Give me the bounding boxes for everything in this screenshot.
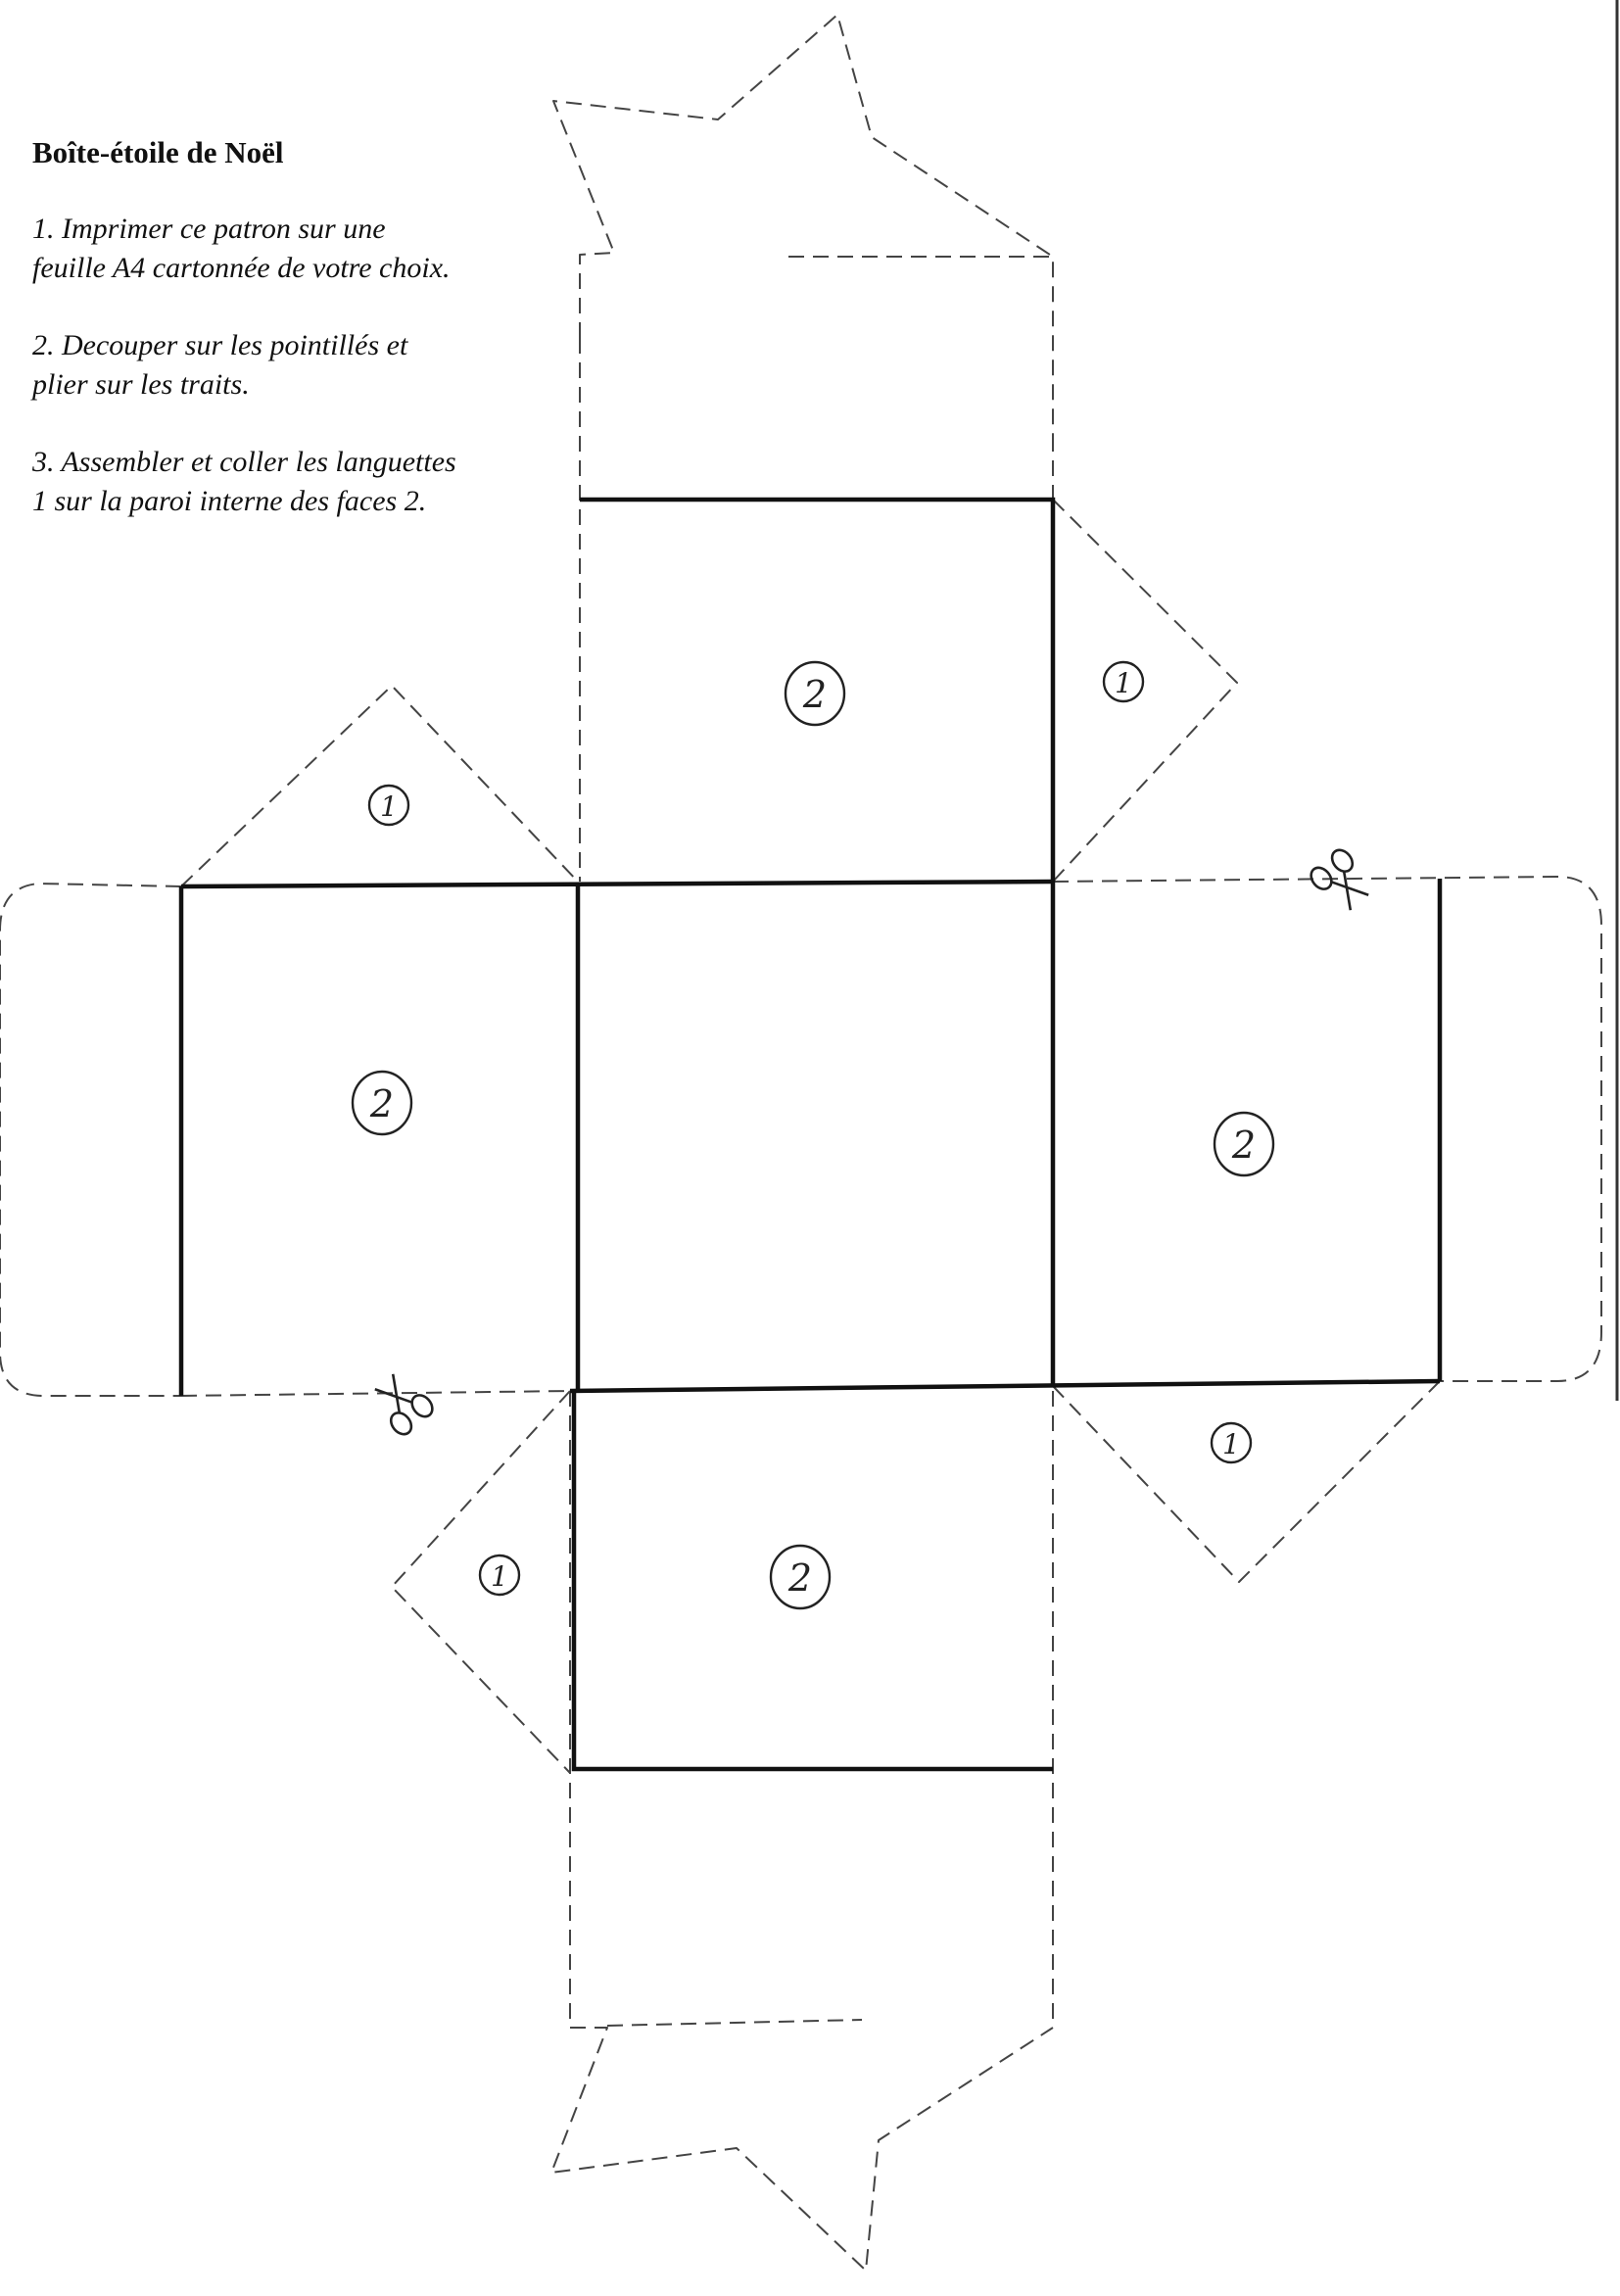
left-flap-bottom-edge <box>180 1390 571 1397</box>
tab-label-top-right: 1 <box>1102 660 1145 703</box>
tab-label-bottom-left: 1 <box>478 1554 521 1597</box>
tab-bottom-right <box>1052 1380 1441 1583</box>
step-2: 2. Decouper sur les pointillés et plier … <box>32 329 408 401</box>
svg-text:1: 1 <box>491 1560 508 1593</box>
svg-text:2: 2 <box>787 1556 812 1600</box>
tab-label-top-left: 1 <box>367 784 410 827</box>
face-label-right: 2 <box>1213 1111 1275 1177</box>
face-label-top: 2 <box>784 660 846 727</box>
tab-label-bottom-right: 1 <box>1210 1421 1253 1464</box>
step-1: 1. Imprimer ce patron sur une feuille A4… <box>32 213 451 284</box>
star-point-bottom <box>550 2027 1054 2272</box>
step-3: 3. Assembler et coller les languettes 1 … <box>32 446 456 517</box>
page-title: Boîte-étoile de Noël <box>32 135 284 169</box>
fold-face-bottom <box>571 1391 1053 1772</box>
svg-text:1: 1 <box>1115 667 1132 699</box>
fold-center-top <box>180 879 1054 889</box>
glue-flap-right <box>1052 876 1602 1382</box>
scissors-icon <box>1310 848 1369 911</box>
svg-text:2: 2 <box>369 1082 394 1125</box>
fold-center-bottom <box>569 1378 1441 1394</box>
star-point-top <box>552 14 1054 436</box>
face-label-left: 2 <box>351 1070 413 1136</box>
tab-top-right <box>1052 499 1238 883</box>
tab-bottom-left <box>391 1390 571 1774</box>
svg-text:2: 2 <box>802 673 827 716</box>
fold-face-top <box>580 497 1056 882</box>
instructions: Boîte-étoile de Noël 1. Imprimer ce patr… <box>32 135 581 559</box>
svg-text:1: 1 <box>380 790 398 823</box>
svg-text:1: 1 <box>1222 1428 1240 1460</box>
face-label-bottom: 2 <box>769 1544 832 1610</box>
glue-flap-left <box>0 883 182 1397</box>
bottom-flap-edge <box>606 2019 863 2027</box>
scissors-icon <box>374 1373 434 1436</box>
svg-text:2: 2 <box>1231 1124 1256 1167</box>
tab-top-left <box>180 685 579 887</box>
